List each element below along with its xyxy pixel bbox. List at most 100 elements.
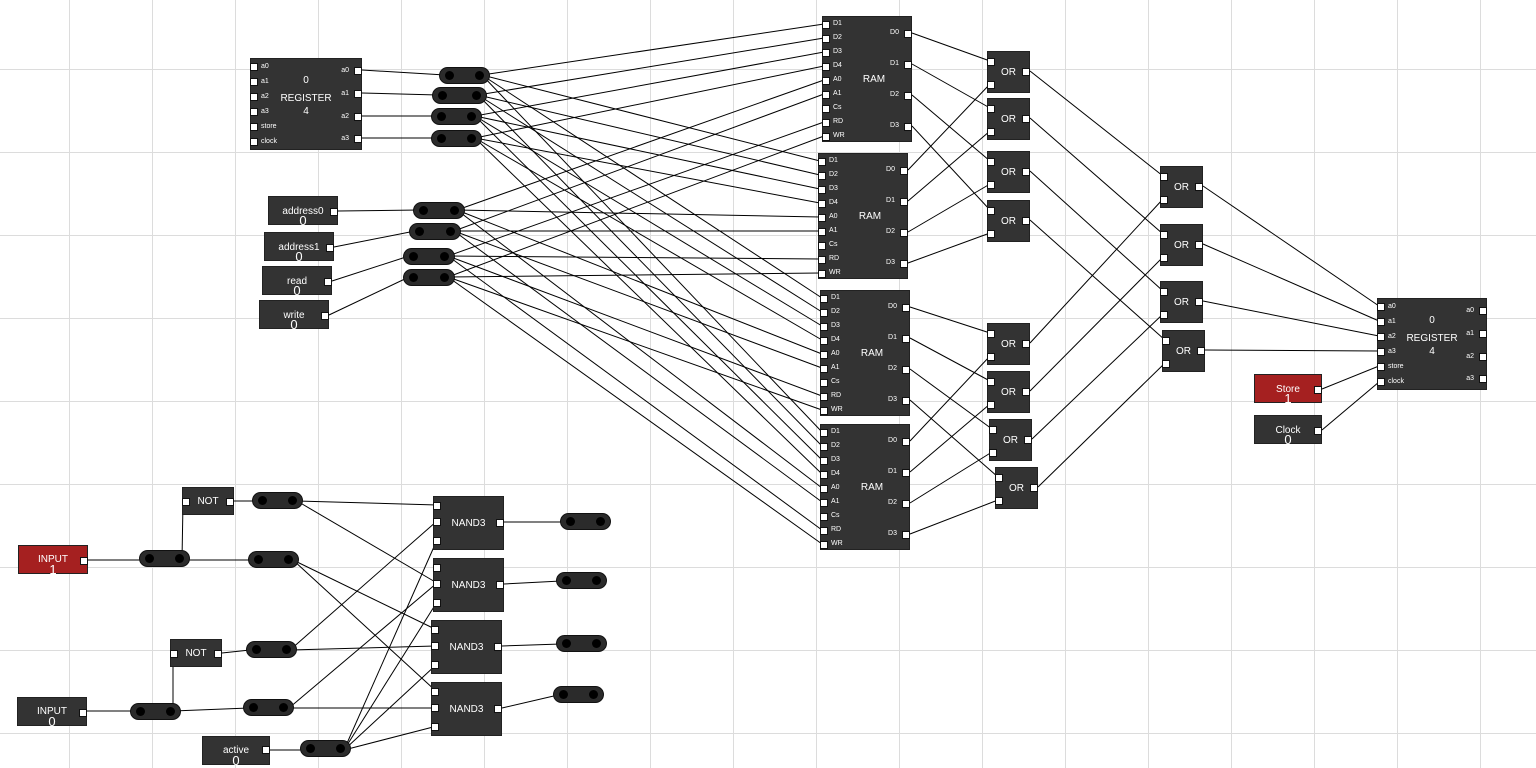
ram-port-in[interactable] bbox=[818, 172, 826, 180]
port-out[interactable] bbox=[1195, 183, 1203, 191]
port-in[interactable] bbox=[987, 158, 995, 166]
wire-junction[interactable] bbox=[403, 269, 455, 286]
port-in[interactable] bbox=[433, 599, 441, 607]
not-gate-2[interactable]: NOT bbox=[170, 639, 222, 667]
port-in[interactable] bbox=[433, 502, 441, 510]
port-in[interactable] bbox=[987, 81, 995, 89]
ram-port-in[interactable] bbox=[820, 393, 828, 401]
ram-port-in[interactable] bbox=[820, 379, 828, 387]
port-out[interactable] bbox=[354, 135, 362, 143]
wire-junction[interactable] bbox=[300, 740, 351, 757]
port-out[interactable] bbox=[1479, 375, 1487, 383]
read-input[interactable]: read 0 bbox=[262, 266, 332, 297]
port-out[interactable] bbox=[326, 244, 334, 252]
ram-port-in[interactable] bbox=[818, 186, 826, 194]
or-gate[interactable]: OR bbox=[987, 200, 1030, 242]
wire-junction[interactable] bbox=[139, 550, 190, 567]
port-out[interactable] bbox=[496, 519, 504, 527]
port-in[interactable] bbox=[431, 642, 439, 650]
port-in[interactable] bbox=[987, 181, 995, 189]
port-in[interactable] bbox=[250, 138, 258, 146]
ram-port-in[interactable] bbox=[820, 323, 828, 331]
ram-port-out[interactable] bbox=[900, 229, 908, 237]
wire-junction[interactable] bbox=[553, 686, 604, 703]
register-output[interactable]: 0 REGISTER 4 a0 a1 a2 a3 store clock a0 … bbox=[1377, 298, 1487, 390]
ram-port-out[interactable] bbox=[904, 61, 912, 69]
ram-port-out[interactable] bbox=[902, 531, 910, 539]
port-in[interactable] bbox=[987, 58, 995, 66]
port-out[interactable] bbox=[494, 705, 502, 713]
port-in[interactable] bbox=[1377, 303, 1385, 311]
wire-junction[interactable] bbox=[248, 551, 299, 568]
port-out[interactable] bbox=[214, 650, 222, 658]
port-in[interactable] bbox=[433, 518, 441, 526]
port-out[interactable] bbox=[1022, 115, 1030, 123]
wire-junction[interactable] bbox=[413, 202, 465, 219]
port-in[interactable] bbox=[1377, 348, 1385, 356]
ram-port-in[interactable] bbox=[820, 295, 828, 303]
port-in[interactable] bbox=[431, 688, 439, 696]
ram-port-in[interactable] bbox=[820, 513, 828, 521]
port-out[interactable] bbox=[1479, 353, 1487, 361]
ram-port-in[interactable] bbox=[822, 91, 830, 99]
port-in[interactable] bbox=[987, 128, 995, 136]
input-bottom[interactable]: INPUT 0 bbox=[17, 697, 87, 728]
port-in[interactable] bbox=[431, 704, 439, 712]
ram-port-in[interactable] bbox=[820, 443, 828, 451]
ram-port-in[interactable] bbox=[820, 471, 828, 479]
port-out[interactable] bbox=[1024, 436, 1032, 444]
port-in[interactable] bbox=[1162, 337, 1170, 345]
port-in[interactable] bbox=[250, 93, 258, 101]
wire-junction[interactable] bbox=[556, 635, 607, 652]
port-out[interactable] bbox=[354, 113, 362, 121]
ram-port-in[interactable] bbox=[820, 365, 828, 373]
port-out[interactable] bbox=[1479, 307, 1487, 315]
ram-port-in[interactable] bbox=[822, 35, 830, 43]
ram-port-out[interactable] bbox=[902, 366, 910, 374]
wire-junction[interactable] bbox=[560, 513, 611, 530]
or-gate[interactable]: OR bbox=[987, 151, 1030, 193]
port-in[interactable] bbox=[431, 723, 439, 731]
port-out[interactable] bbox=[494, 643, 502, 651]
port-in[interactable] bbox=[250, 63, 258, 71]
port-in[interactable] bbox=[989, 449, 997, 457]
or-gate[interactable]: OR bbox=[987, 323, 1030, 365]
port-in[interactable] bbox=[433, 537, 441, 545]
or-gate[interactable]: OR bbox=[1160, 224, 1203, 266]
ram-port-in[interactable] bbox=[820, 337, 828, 345]
ram-port-in[interactable] bbox=[818, 242, 826, 250]
port-in[interactable] bbox=[182, 498, 190, 506]
port-out[interactable] bbox=[80, 557, 88, 565]
port-out[interactable] bbox=[324, 278, 332, 286]
ram-port-in[interactable] bbox=[818, 228, 826, 236]
ram-port-in[interactable] bbox=[818, 256, 826, 264]
or-gate[interactable]: OR bbox=[987, 98, 1030, 140]
ram-port-in[interactable] bbox=[822, 133, 830, 141]
port-in[interactable] bbox=[987, 207, 995, 215]
ram-port-in[interactable] bbox=[820, 351, 828, 359]
port-in[interactable] bbox=[1160, 231, 1168, 239]
clock-input[interactable]: Clock 0 bbox=[1254, 415, 1322, 446]
wire-junction[interactable] bbox=[243, 699, 294, 716]
ram-port-in[interactable] bbox=[820, 527, 828, 535]
ram-port-in[interactable] bbox=[820, 499, 828, 507]
nand3-gate-1[interactable]: NAND3 bbox=[433, 496, 504, 550]
ram-port-in[interactable] bbox=[820, 309, 828, 317]
or-gate[interactable]: OR bbox=[1160, 166, 1203, 208]
nand3-gate-2[interactable]: NAND3 bbox=[433, 558, 504, 612]
ram-port-in[interactable] bbox=[820, 485, 828, 493]
ram-port-in[interactable] bbox=[822, 49, 830, 57]
ram-port-in[interactable] bbox=[818, 200, 826, 208]
port-out[interactable] bbox=[1022, 168, 1030, 176]
ram-port-in[interactable] bbox=[818, 270, 826, 278]
or-gate[interactable]: OR bbox=[995, 467, 1038, 509]
port-in[interactable] bbox=[989, 426, 997, 434]
register-input[interactable]: 0 REGISTER 4 a0 a1 a2 a3 store clock a0 … bbox=[250, 58, 362, 150]
or-gate[interactable]: OR bbox=[989, 419, 1032, 461]
port-in[interactable] bbox=[1162, 360, 1170, 368]
port-out[interactable] bbox=[1197, 347, 1205, 355]
port-out[interactable] bbox=[1195, 241, 1203, 249]
ram-port-in[interactable] bbox=[818, 158, 826, 166]
wire-junction[interactable] bbox=[409, 223, 461, 240]
